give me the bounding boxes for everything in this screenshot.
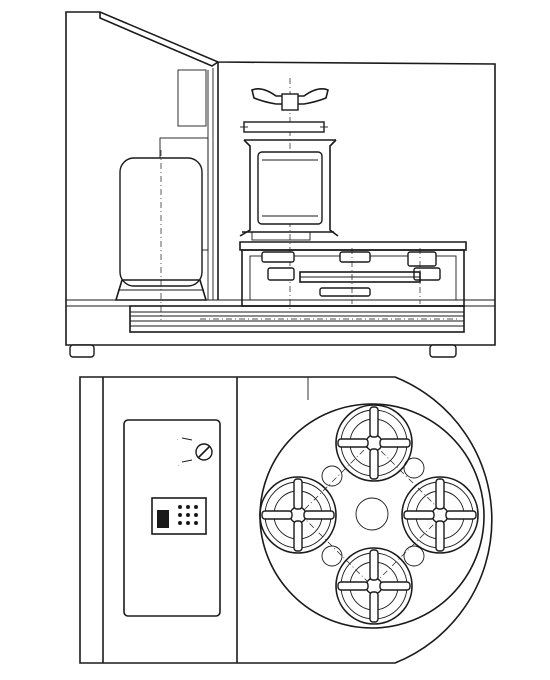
sample-holder-right[interactable]	[401, 476, 479, 554]
cage-frame	[239, 139, 339, 237]
panel-plate	[123, 419, 221, 617]
pulley	[413, 267, 441, 281]
display-window	[157, 510, 169, 528]
spindle-assembly	[239, 78, 339, 312]
sample-holder-bottom[interactable]	[335, 547, 413, 625]
pulley	[261, 251, 295, 263]
drive-belt	[129, 305, 465, 333]
pulley	[319, 287, 371, 297]
housing-outline	[79, 376, 493, 664]
gearbox	[239, 241, 467, 307]
knob-mark-top: ·	[177, 437, 179, 443]
station-diagonals	[299, 441, 445, 587]
jar-holder	[251, 231, 311, 241]
sample-holder-left[interactable]	[259, 476, 337, 554]
foot-right	[429, 344, 457, 358]
keypad[interactable]	[178, 505, 198, 525]
control-box	[177, 69, 207, 127]
center-hub	[355, 497, 389, 531]
pulley	[407, 251, 437, 267]
motor-base	[114, 279, 208, 301]
pulley	[339, 251, 371, 263]
handwheel-hub	[281, 93, 299, 111]
side-view	[65, 11, 496, 358]
clamp-bar	[243, 121, 325, 133]
control-panel: · ·	[123, 419, 221, 617]
knob-mark-bottom: ·	[178, 463, 180, 469]
gearbox-top	[239, 241, 467, 251]
keypad-module	[151, 497, 207, 535]
handwheel[interactable]	[251, 88, 329, 105]
foot-left	[69, 344, 95, 358]
motor	[114, 150, 208, 320]
sample-jar	[257, 151, 323, 225]
top-view: · ·	[79, 376, 493, 664]
gearbox-housing	[241, 249, 465, 307]
pulley	[267, 267, 295, 281]
sample-holder-top[interactable]	[335, 404, 413, 482]
hinged-lid	[99, 12, 219, 300]
